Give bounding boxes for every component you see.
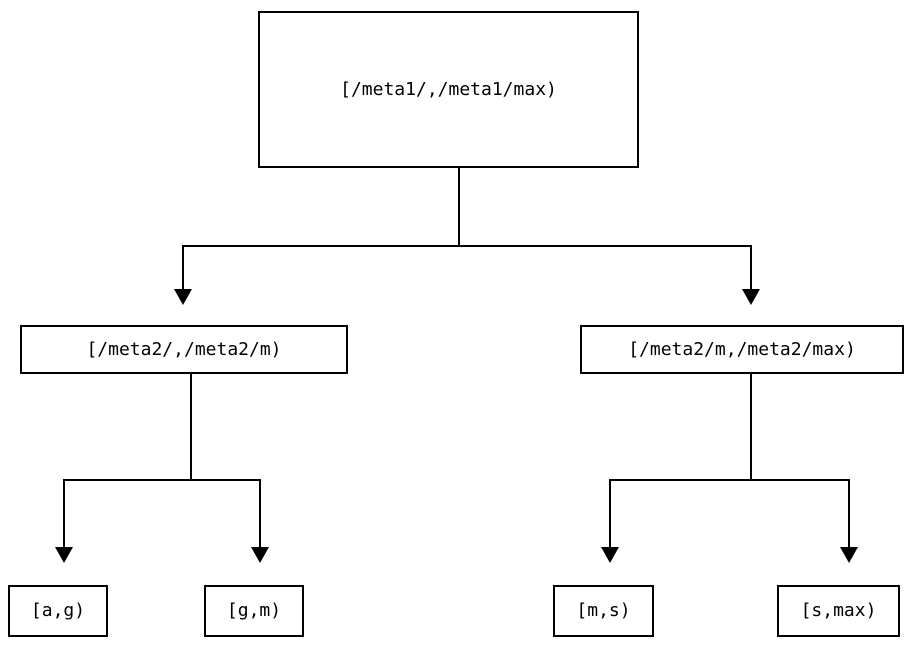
node-meta2-high-range[interactable]: [/meta2/m,/meta2/max) bbox=[580, 325, 904, 374]
arrowhead-root-to-meta2-low-icon bbox=[174, 289, 192, 305]
node-root-meta1-range[interactable]: [/meta1/,/meta1/max) bbox=[258, 11, 639, 168]
edge-meta2-low-horizontal-bus bbox=[63, 479, 261, 481]
node-label: [s,max) bbox=[800, 600, 877, 621]
node-meta2-low-range[interactable]: [/meta2/,/meta2/m) bbox=[20, 325, 348, 374]
edge-meta2-low-to-leaf-ag-drop bbox=[63, 479, 65, 548]
node-label: [/meta2/,/meta2/m) bbox=[86, 338, 282, 360]
node-label: [g,m) bbox=[226, 600, 282, 621]
edge-meta2-high-to-leaf-ms-drop bbox=[609, 479, 611, 548]
node-leaf-s-max[interactable]: [s,max) bbox=[777, 585, 900, 637]
arrowhead-to-leaf-ag-icon bbox=[55, 547, 73, 563]
edge-meta2-low-to-leaf-gm-drop bbox=[259, 479, 261, 548]
edge-meta2-high-to-leaf-smax-drop bbox=[848, 479, 850, 548]
node-label: [/meta1/,/meta1/max) bbox=[340, 78, 557, 100]
node-leaf-a-g[interactable]: [a,g) bbox=[8, 585, 108, 637]
arrowhead-to-leaf-gm-icon bbox=[251, 547, 269, 563]
edge-meta2-high-horizontal-bus bbox=[609, 479, 850, 481]
edge-root-horizontal-bus bbox=[182, 245, 752, 247]
edge-root-to-meta2-high-drop bbox=[750, 245, 752, 290]
node-label: [m,s) bbox=[576, 600, 631, 621]
edge-meta2-low-stem bbox=[190, 374, 192, 481]
arrowhead-root-to-meta2-high-icon bbox=[742, 289, 760, 305]
arrowhead-to-leaf-ms-icon bbox=[601, 547, 619, 563]
node-label: [/meta2/m,/meta2/max) bbox=[628, 338, 856, 360]
node-label: [a,g) bbox=[30, 600, 86, 621]
arrowhead-to-leaf-smax-icon bbox=[840, 547, 858, 563]
edge-root-stem bbox=[458, 168, 460, 247]
edge-meta2-high-stem bbox=[750, 374, 752, 481]
node-leaf-m-s[interactable]: [m,s) bbox=[553, 585, 654, 637]
node-leaf-g-m[interactable]: [g,m) bbox=[204, 585, 304, 637]
edge-root-to-meta2-low-drop bbox=[182, 245, 184, 290]
